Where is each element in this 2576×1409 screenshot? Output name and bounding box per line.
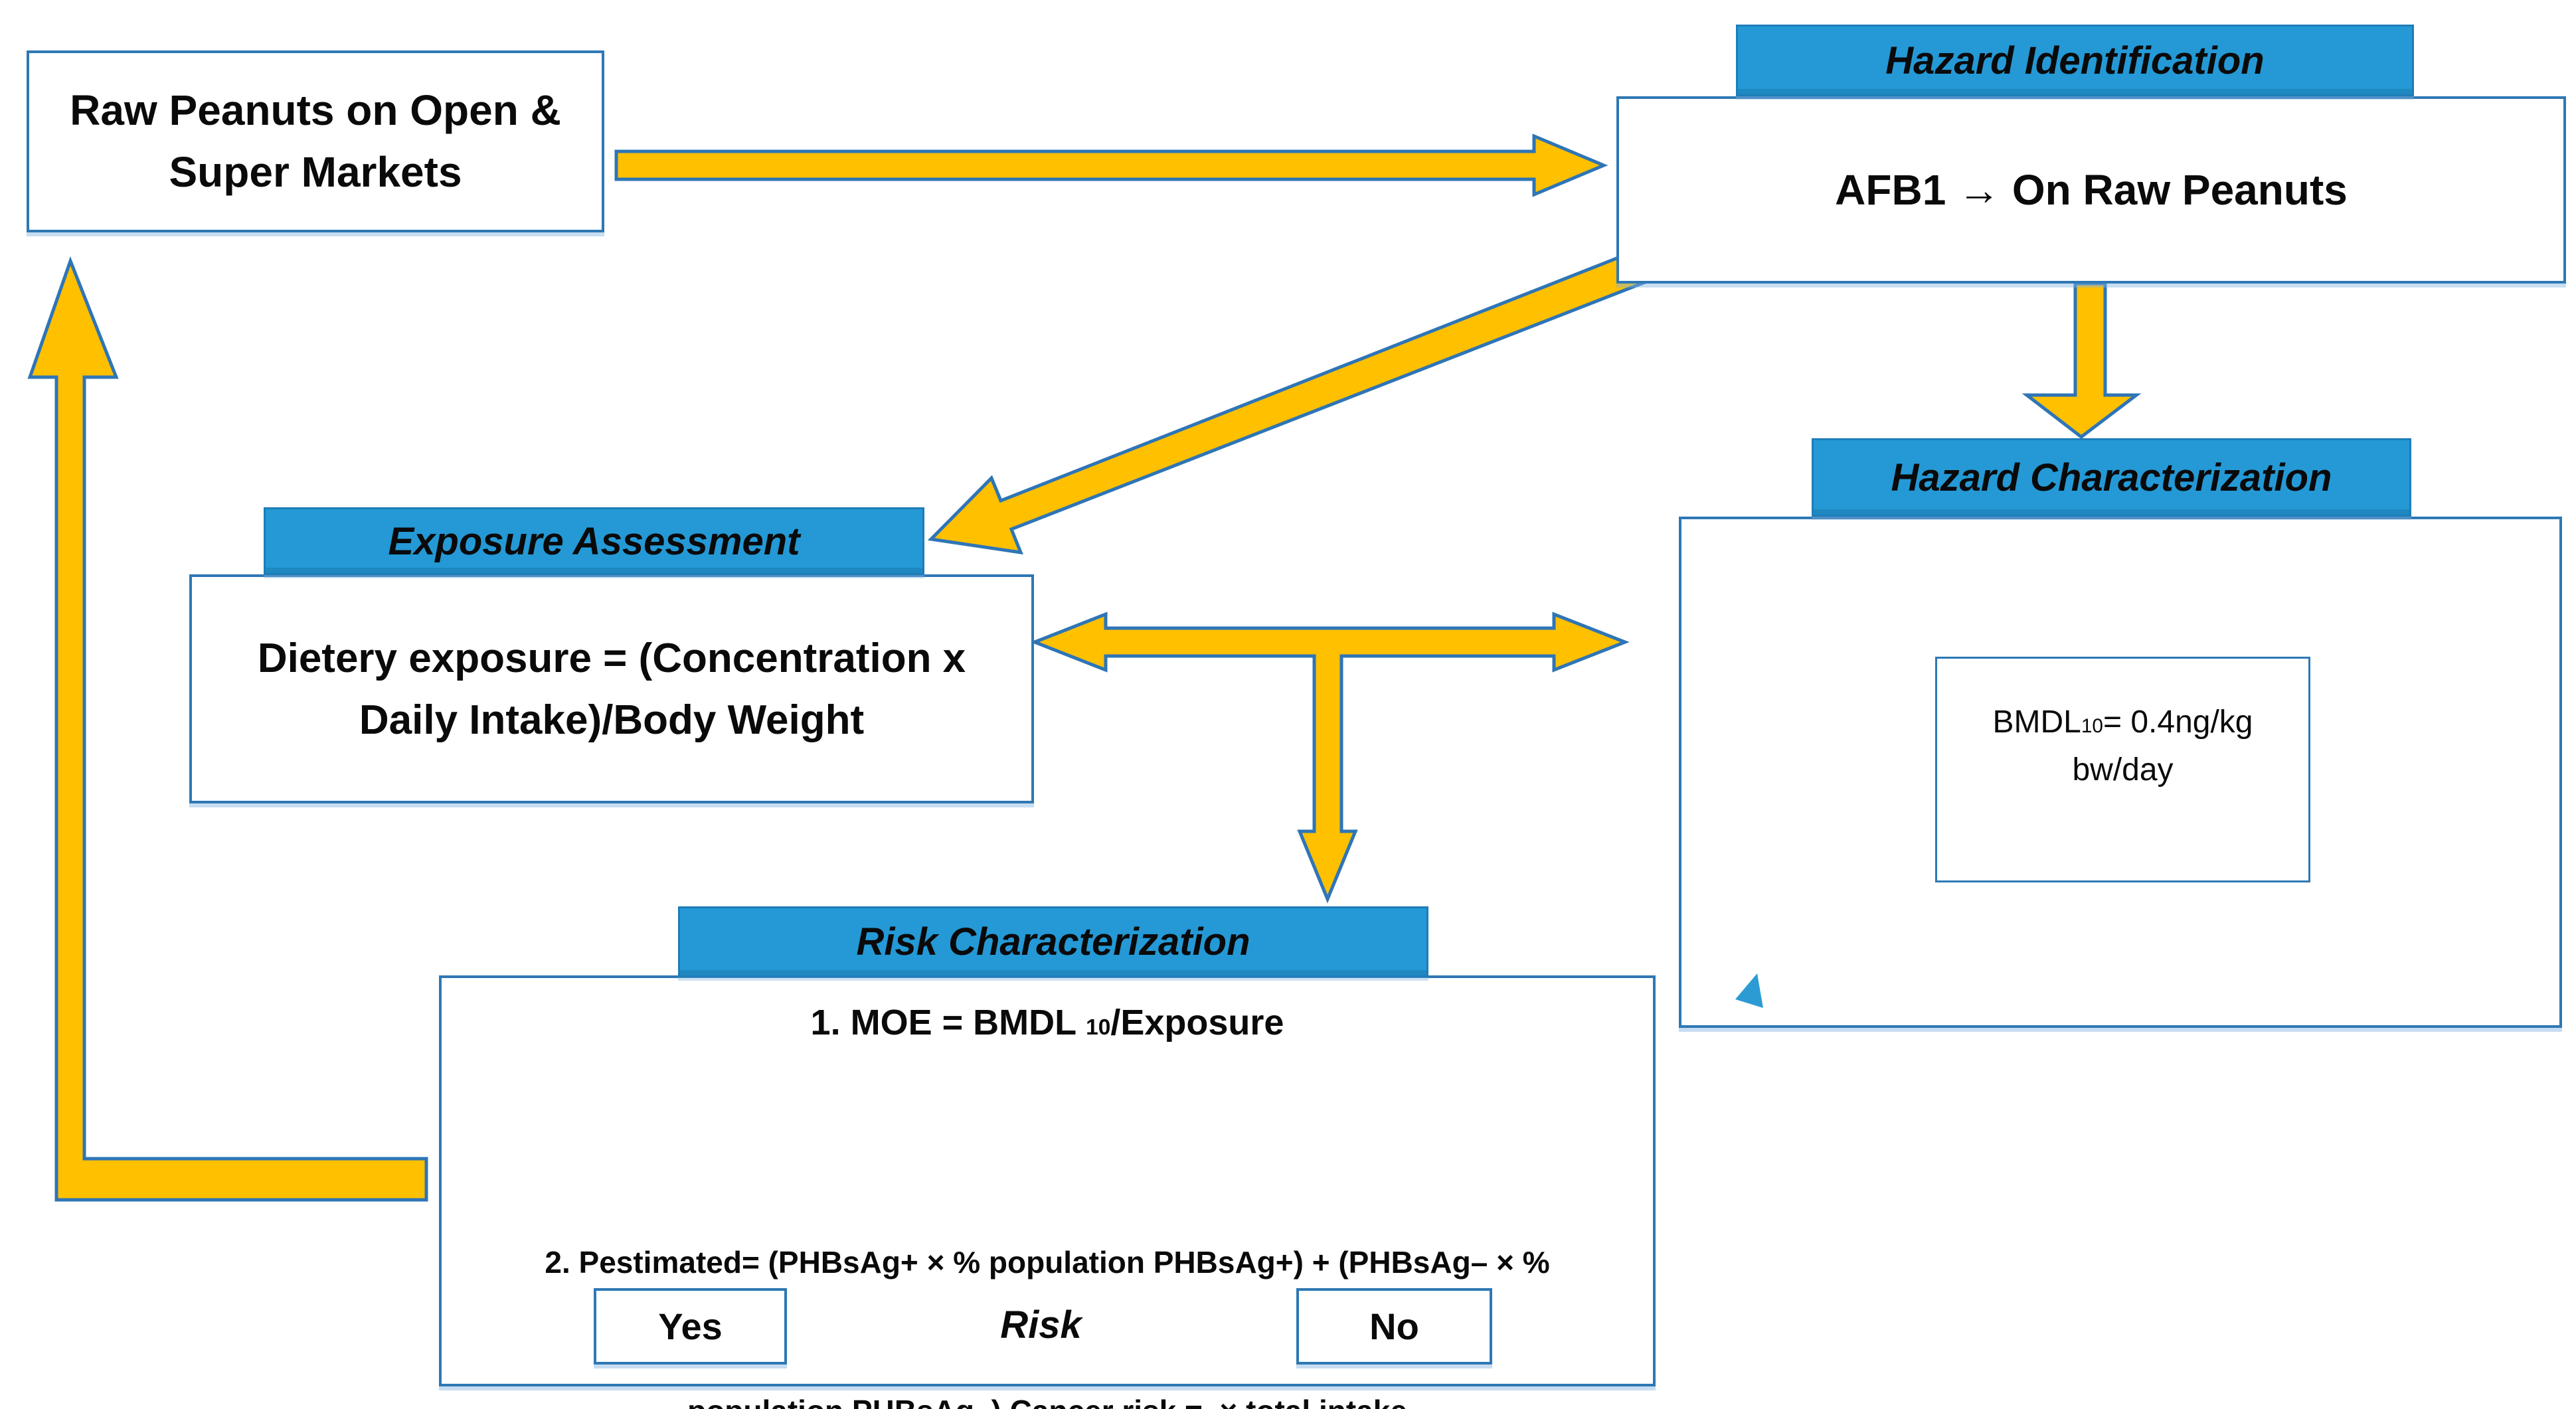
hazard-identification-body: AFB1 → On Raw Peanuts <box>1835 165 2348 214</box>
bmdl-subscript: 10 <box>2081 715 2103 737</box>
arrow-exposure-hazard-double-and-risk-stem <box>1030 612 1630 904</box>
raw-peanuts-box: Raw Peanuts on Open & Super Markets <box>27 50 604 232</box>
bmdl-line2: bw/day <box>2072 752 2174 787</box>
bmdl-suffix: = 0.4ng/kg <box>2103 704 2253 740</box>
exposure-formula-line2: Daily Intake)/Body Weight <box>359 697 865 743</box>
exposure-formula-line1: Dietery exposure = (Concentration x <box>257 635 966 681</box>
arrow-feedback-loop <box>27 256 428 1202</box>
exposure-formula: Dietery exposure = (Concentration x Dail… <box>258 627 966 751</box>
raw-peanuts-line2: Super Markets <box>169 148 462 196</box>
exposure-assessment-header: Exposure Assessment <box>264 507 924 575</box>
exposure-assessment-title: Exposure Assessment <box>388 519 800 563</box>
moe-prefix: 1. MOE = BMDL <box>810 1003 1086 1042</box>
moe-formula: 1. MOE = BMDL 10/Exposure <box>442 1002 1653 1043</box>
afb1-label: AFB1 <box>1835 166 1958 214</box>
on-raw-peanuts-label: On Raw Peanuts <box>2000 166 2348 214</box>
cancer-risk-formula-line1: 2. Pestimated= (PHBsAg+ × % population P… <box>545 1245 1550 1280</box>
hazard-identification-header: Hazard Identification <box>1736 25 2414 96</box>
yes-box: Yes <box>594 1288 787 1365</box>
arrow-market-to-hazard-identification <box>614 133 1608 197</box>
cancer-risk-formula: 2. Pestimated= (PHBsAg+ × % population P… <box>442 1139 1653 1409</box>
cancer-risk-formula-line2: population PHBsAg–) Cancer risk = × tota… <box>442 1386 1653 1409</box>
hazard-characterization-title: Hazard Characterization <box>1891 456 2332 499</box>
bmdl-line1: BMDL10= 0.4ng/kg <box>1993 699 2253 746</box>
no-label: No <box>1369 1305 1419 1347</box>
arrow-hazard-identification-to-characterization <box>2021 282 2142 440</box>
bmdl-prefix: BMDL <box>1992 704 2081 740</box>
moe-subscript: 10 <box>1086 1015 1111 1040</box>
right-arrow-icon: → <box>1958 166 2001 214</box>
risk-characterization-header: Risk Characterization <box>678 906 1428 977</box>
hazard-characterization-header: Hazard Characterization <box>1812 438 2411 517</box>
moe-suffix: /Exposure <box>1110 1003 1284 1042</box>
raw-peanuts-line1: Raw Peanuts on Open & <box>70 86 561 135</box>
bmdl-value: BMDL10= 0.4ng/kg bw/day <box>1993 699 2253 841</box>
hazard-identification-title: Hazard Identification <box>1885 39 2265 82</box>
yes-label: Yes <box>658 1305 723 1347</box>
bmdl-box: BMDL10= 0.4ng/kg bw/day <box>1935 657 2310 882</box>
raw-peanuts-label: Raw Peanuts on Open & Super Markets <box>70 80 561 203</box>
risk-characterization-title: Risk Characterization <box>856 920 1250 963</box>
hazard-identification-box: AFB1 → On Raw Peanuts <box>1616 96 2566 284</box>
no-box: No <box>1296 1288 1492 1365</box>
arrow-hazard-identification-to-exposure <box>927 246 1656 555</box>
risk-label: Risk <box>1000 1303 1082 1347</box>
exposure-assessment-box: Dietery exposure = (Concentration x Dail… <box>189 574 1034 803</box>
